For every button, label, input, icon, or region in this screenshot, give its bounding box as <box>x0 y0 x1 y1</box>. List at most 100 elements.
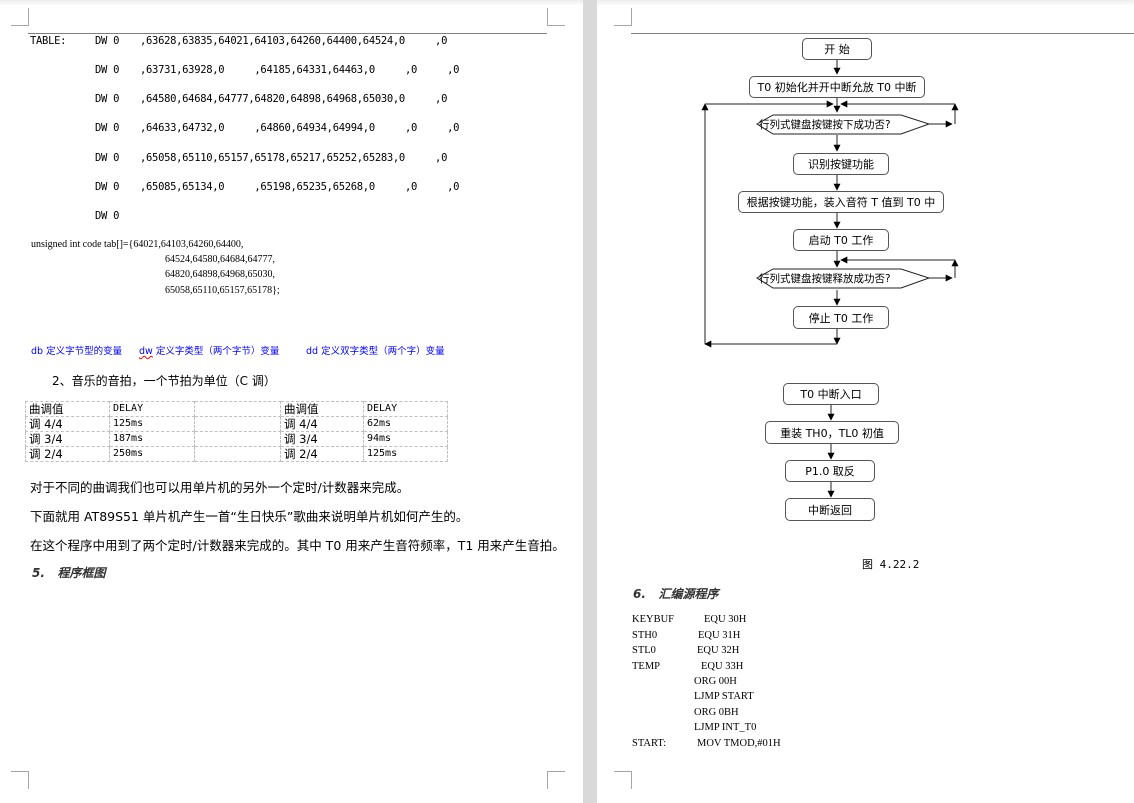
beat-section-title: 2、音乐的音拍，一个节拍为单位（C 调） <box>52 374 276 388</box>
dw-op: DW 0 <box>95 181 120 193</box>
margin-corner-mark <box>547 8 565 26</box>
flow-identify-key: 识别按键功能 <box>793 153 889 175</box>
dw-values: ,65058,65110,65157,65178,65217,65252,652… <box>140 152 448 164</box>
dw-keyword: dw <box>139 346 153 357</box>
flow-label: 中断返回 <box>808 503 852 517</box>
flow-label: 停止 T0 工作 <box>808 311 874 325</box>
asm-label: TEMP <box>632 661 661 672</box>
margin-corner-mark <box>547 771 565 789</box>
header-rule <box>28 33 547 34</box>
dw-op: DW 0 <box>95 35 120 47</box>
decision-shape <box>756 114 931 135</box>
flow-label: 识别按键功能 <box>808 158 874 171</box>
dw-values: ,65085,65134,0 ,65198,65235,65268,0 ,0 ,… <box>140 181 460 193</box>
page-top-shade <box>0 0 583 6</box>
asm-code: EQU 30H <box>704 614 747 625</box>
asm-code: MOV TMOD,#01H <box>697 738 781 749</box>
table-cell: 调 4/4 <box>280 416 364 432</box>
table-cell <box>194 446 281 462</box>
page-top-shade <box>597 0 1134 6</box>
dd-definition: dd 定义双字类型（两个字）变量 <box>306 346 445 357</box>
asm-code: EQU 31H <box>698 630 741 641</box>
table-cell: 调 2/4 <box>280 446 364 462</box>
decision-keypress-label: 行列式键盘按键按下成功否? <box>759 119 891 131</box>
dw-op: DW 0 <box>95 64 120 76</box>
table-cell <box>194 431 281 447</box>
flow-label: 开 始 <box>824 43 850 56</box>
table-cell: 曲调值 <box>280 401 364 417</box>
table-cell: 调 3/4 <box>25 431 110 447</box>
margin-corner-mark <box>614 8 632 26</box>
table-header-row: 曲调值 DELAY 曲调值 DELAY <box>25 401 448 417</box>
margin-corner-mark <box>11 8 29 26</box>
flow-label: 启动 T0 工作 <box>808 234 874 247</box>
decision-shape <box>756 268 931 289</box>
table-cell: 125ms <box>363 446 448 462</box>
decision-keyrelease-label: 行列式键盘按键释放成功否? <box>759 273 891 285</box>
flow-label: P1.0 取反 <box>805 465 855 478</box>
isr-reload: 重装 TH0，TL0 初值 <box>765 421 899 444</box>
flow-load-note: 根据按键功能，装入音符 T 值到 T0 中 <box>738 191 944 213</box>
dw-op: DW 0 <box>95 93 120 105</box>
asm-label: STL0 <box>632 645 656 656</box>
section-heading: 6. 汇编源程序 <box>633 587 719 601</box>
table-cell: 调 4/4 <box>25 416 110 432</box>
section-heading: 5. 程序框图 <box>32 566 106 580</box>
dw-values: ,64633,64732,0 ,64860,64934,64994,0 ,0 ,… <box>140 122 460 134</box>
table-cell: DELAY <box>363 401 448 417</box>
dw-values: ,63628,63835,64021,64103,64260,64400,645… <box>140 35 448 47</box>
table-row: 调 2/4 250ms 调 2/4 125ms <box>25 446 448 462</box>
table-cell: 调 2/4 <box>25 446 110 462</box>
flow-init: T0 初始化并开中断允放 T0 中断 <box>749 76 925 98</box>
isr-return: 中断返回 <box>785 498 875 521</box>
dw-definition: dw 定义字类型（两个字节）变量 <box>139 343 279 357</box>
flow-label: T0 中断入口 <box>800 388 862 401</box>
flow-start-t0: 启动 T0 工作 <box>793 229 889 251</box>
flowchart-connectors <box>701 60 959 498</box>
table-row: 调 4/4 125ms 调 4/4 62ms <box>25 416 448 432</box>
dw-op: DW 0 <box>95 210 120 222</box>
table-cell: 187ms <box>109 431 195 447</box>
asm-code: EQU 32H <box>697 645 740 656</box>
c-array-line: unsigned int code tab[]={64021,64103,642… <box>31 239 244 250</box>
flow-stop-t0: 停止 T0 工作 <box>793 306 889 329</box>
asm-code: LJMP INT_T0 <box>694 722 757 733</box>
dw-op: DW 0 <box>95 152 120 164</box>
paragraph: 在这个程序中用到了两个定时/计数器来完成的。其中 T0 用来产生音符频率，T1 … <box>30 538 565 553</box>
isr-toggle: P1.0 取反 <box>785 460 875 482</box>
document-page-left: TABLE: DW 0 ,63628,63835,64021,64103,642… <box>0 0 583 803</box>
table-cell: 调 3/4 <box>280 431 364 447</box>
dw-definition-text: 定义字类型（两个字节）变量 <box>152 346 280 357</box>
asm-label: STH0 <box>632 630 658 641</box>
dw-values: ,63731,63928,0 ,64185,64331,64463,0 ,0 ,… <box>140 64 460 76</box>
isr-entry: T0 中断入口 <box>783 383 879 405</box>
margin-corner-mark <box>614 771 632 789</box>
dw-values: ,64580,64684,64777,64820,64898,64968,650… <box>140 93 448 105</box>
c-array-line: 64524,64580,64684,64777, <box>165 254 275 265</box>
c-array-line: 65058,65110,65157,65178}; <box>165 285 280 296</box>
c-array-line: 64820,64898,64968,65030, <box>165 269 275 280</box>
table-cell: 62ms <box>363 416 448 432</box>
table-cell: 250ms <box>109 446 195 462</box>
header-rule <box>631 33 1134 34</box>
figure-caption: 图 4.22.2 <box>862 558 920 571</box>
paragraph: 对于不同的曲调我们也可以用单片机的另外一个定时/计数器来完成。 <box>30 480 410 495</box>
table-cell: DELAY <box>109 401 195 417</box>
flow-label: 重装 TH0，TL0 初值 <box>780 426 884 440</box>
table-cell: 94ms <box>363 431 448 447</box>
asm-code: ORG 0BH <box>694 707 739 718</box>
asm-code: LJMP START <box>694 691 754 702</box>
margin-corner-mark <box>11 771 29 789</box>
flow-label: T0 初始化并开中断允放 T0 中断 <box>757 81 917 94</box>
document-page-right: 开 始 T0 初始化并开中断允放 T0 中断 行列式键盘按键按下成功否? 识别按… <box>597 0 1134 803</box>
asm-label: KEYBUF <box>632 614 675 625</box>
table-cell <box>194 416 281 432</box>
delay-table: 曲调值 DELAY 曲调值 DELAY 调 4/4 125ms 调 4/4 62… <box>25 401 448 462</box>
table-cell: 125ms <box>109 416 195 432</box>
flow-start: 开 始 <box>802 38 872 60</box>
asm-label: START: <box>632 738 667 749</box>
asm-code: ORG 00H <box>694 676 737 687</box>
asm-code: EQU 33H <box>701 661 744 672</box>
paragraph: 下面就用 AT89S51 单片机产生一首“生日快乐”歌曲来说明单片机如何产生的。 <box>30 509 469 524</box>
db-definition: db 定义字节型的变量 <box>31 346 123 357</box>
